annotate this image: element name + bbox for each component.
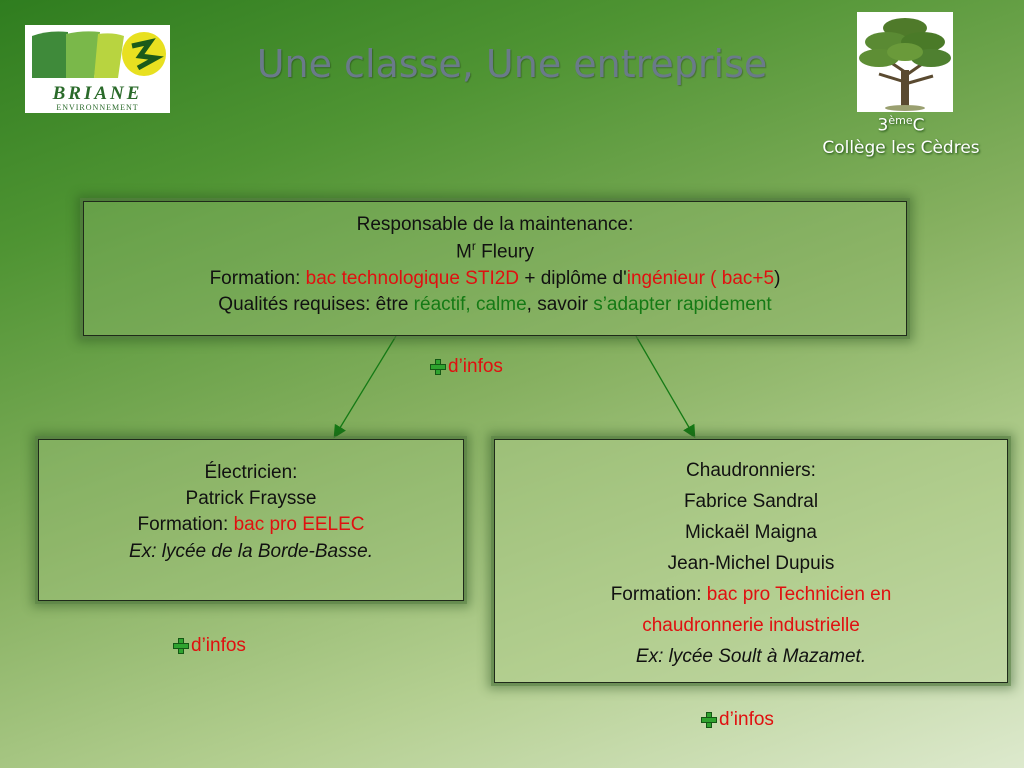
maintenance-qualites: Qualités requises: être réactif, calme, … [218,293,772,315]
maintenance-name: Mr Fleury [456,239,534,263]
maintenance-role: Responsable de la maintenance: [356,214,634,235]
chaudronniers-role: Chaudronniers: [686,460,816,481]
maintenance-box: Responsable de la maintenance: Mr Fleury… [83,201,907,336]
chaudronniers-formation: Formation: bac pro Technicien en [610,583,892,605]
plus-icon [701,712,717,728]
tree-icon [857,12,953,112]
chaudronniers-box: Chaudronniers: Fabrice Sandral Mickaël M… [494,439,1008,683]
chaudronnier-name: Jean-Michel Dupuis [667,552,835,574]
more-info-maintenance[interactable]: d’infos [430,356,503,378]
logo-subtitle: ENVIRONNEMENT [56,103,139,112]
briane-logo-graphic [32,31,166,78]
electricien-example: Ex: lycée de la Borde-Basse. [129,540,373,562]
plus-icon [173,638,189,654]
class-name: 3èmeC [877,114,925,136]
more-info-electricien[interactable]: d’infos [173,635,246,657]
more-info-chaudronniers[interactable]: d’infos [701,709,774,731]
electricien-name: Patrick Fraysse [185,488,317,510]
class-info: 3èmeC Collège les Cèdres [790,114,1012,159]
electricien-role: Électricien: [204,462,298,483]
arrow-to-chaudronniers [635,335,696,439]
chaudronnier-name: Mickaël Maigna [685,521,817,543]
plus-icon [430,359,446,375]
arrow-to-electricien [333,335,397,439]
electricien-box: Électricien: Patrick Fraysse Formation: … [38,439,464,601]
chaudronniers-example: Ex: lycée Soult à Mazamet. [635,645,867,667]
maintenance-formation: Formation: bac technologique STI2D + dip… [209,267,781,289]
chaudronnier-name: Fabrice Sandral [683,490,819,512]
chaudronniers-formation-cont: chaudronnerie industrielle [642,614,860,636]
logo-wordmark: BRIANE [52,83,143,104]
school-name: Collège les Cèdres [822,137,980,158]
briane-logo: BRIANE ENVIRONNEMENT [25,25,170,113]
electricien-formation: Formation: bac pro EELEC [137,514,365,536]
page-title: Une classe, Une entreprise [256,42,768,86]
